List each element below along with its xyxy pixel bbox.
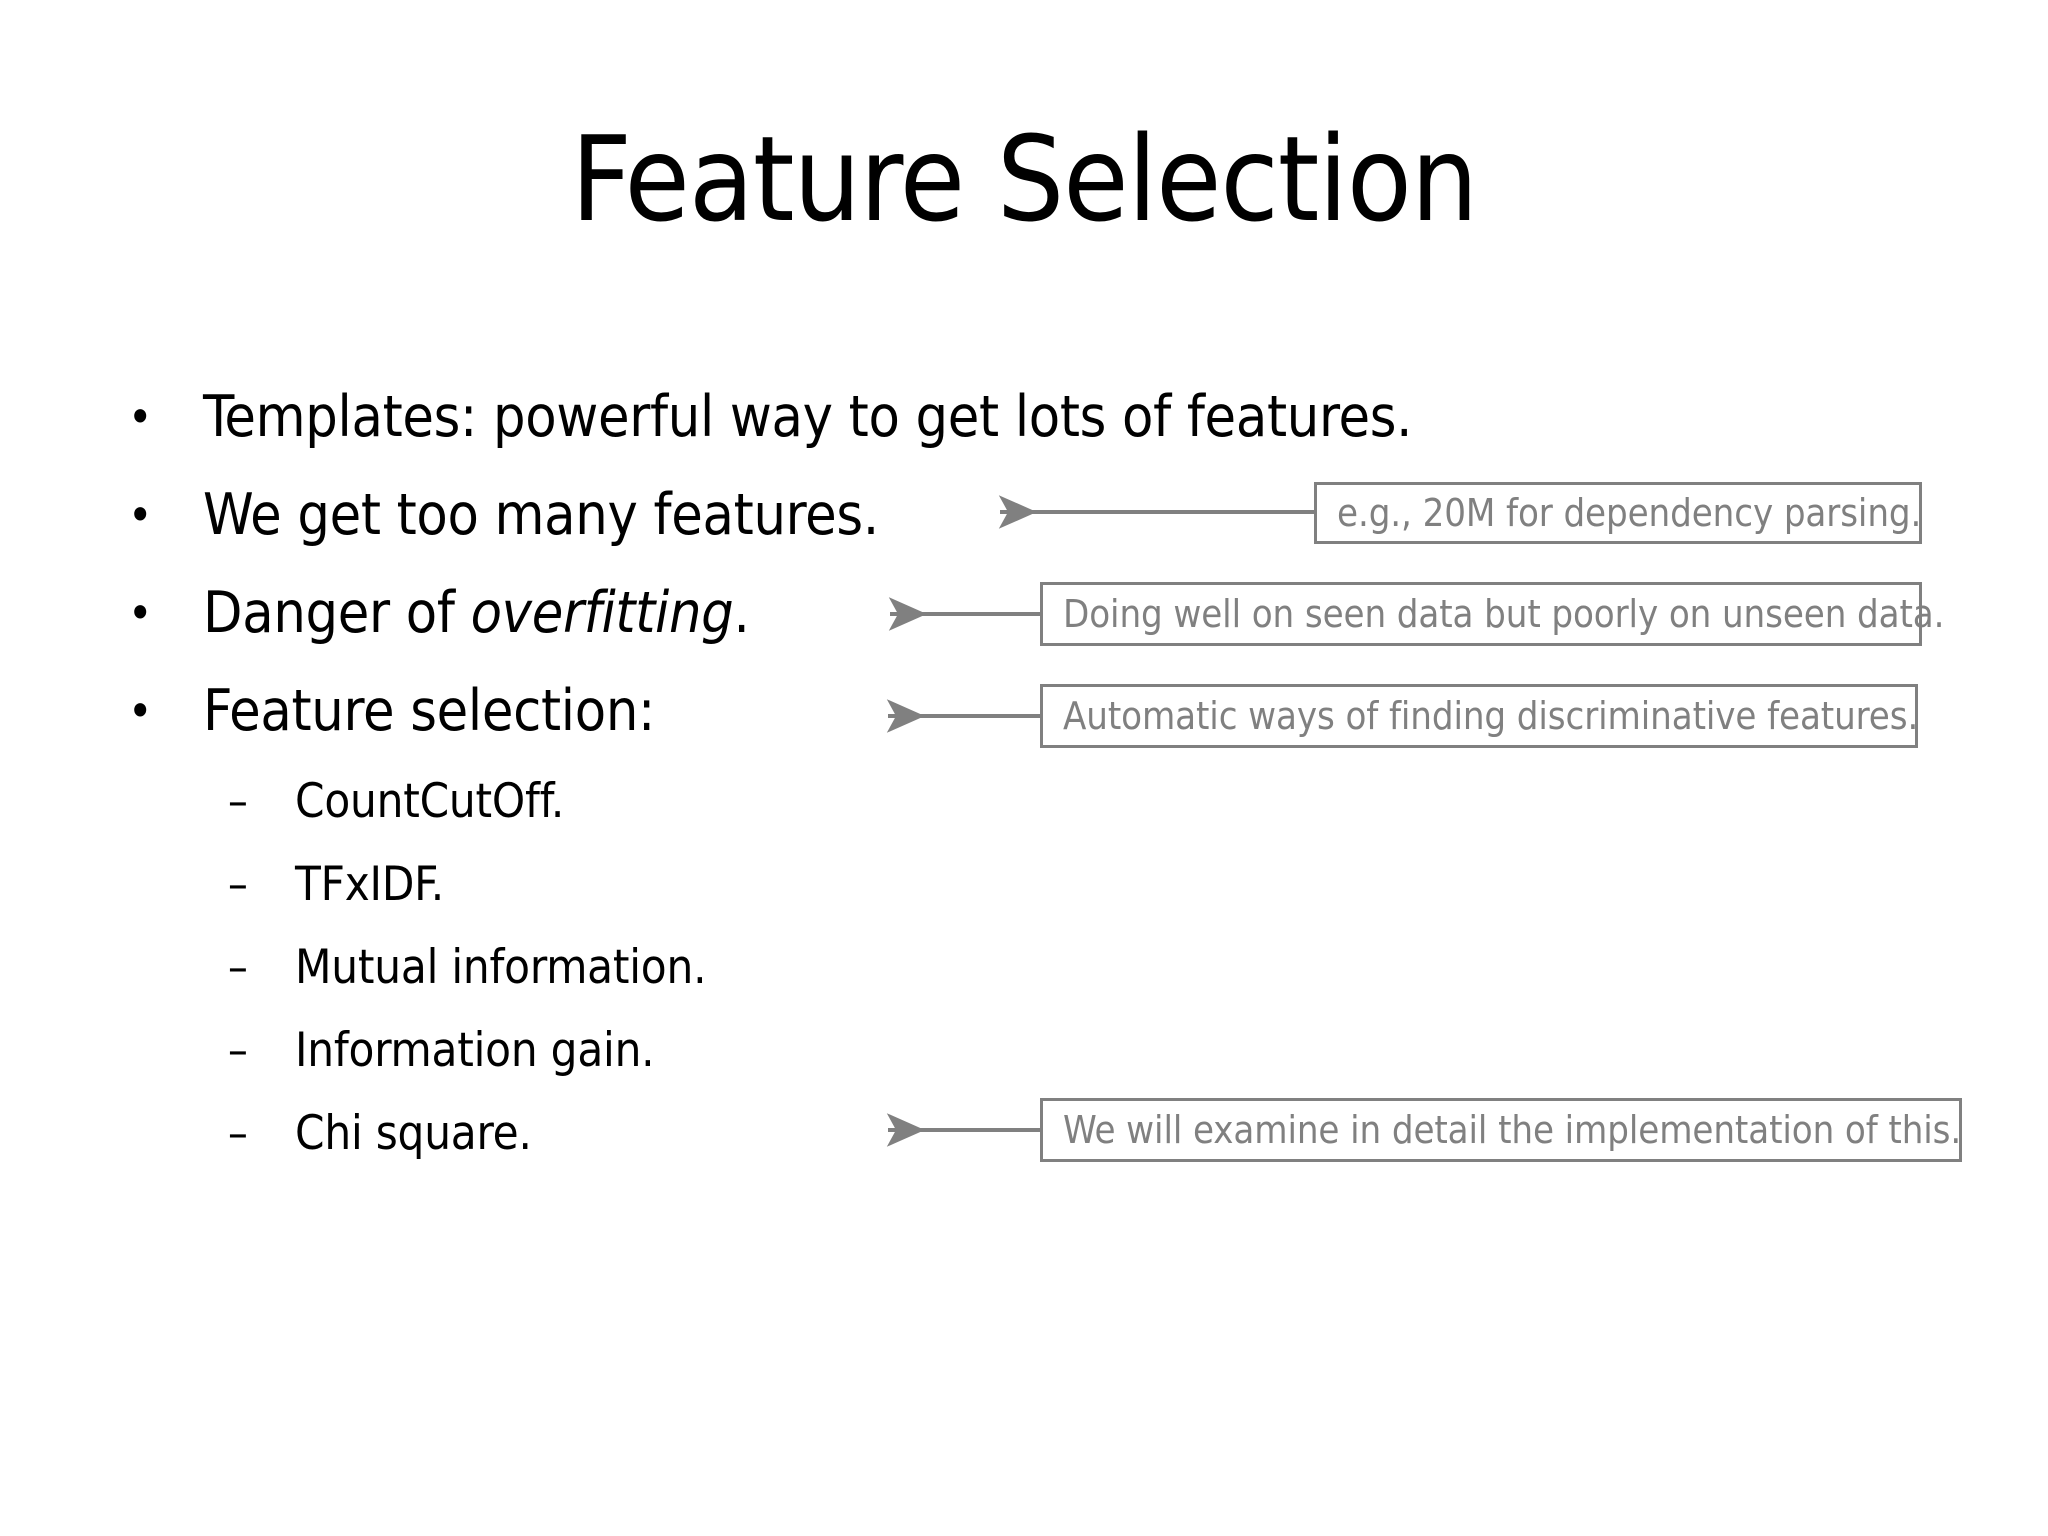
bullet-feature-selection: • Feature selection:: [0, 662, 1100, 760]
subbullet-tfxidf: –TFxIDF.: [0, 843, 1100, 926]
bullet-marker: •: [128, 586, 153, 640]
subbullet-marker: –: [228, 942, 248, 993]
page-title: Feature Selection: [570, 110, 1478, 248]
callout-chi-square-note: We will examine in detail the implementa…: [1040, 1098, 1962, 1162]
bullet-text: We get too many features.: [203, 482, 879, 548]
bullet-templates: • Templates: powerful way to get lots of …: [0, 368, 1412, 466]
bullet-text-before: Danger of: [203, 580, 471, 646]
bullet-text-after: .: [733, 580, 750, 646]
bullet-overfitting: • Danger of overfitting.: [0, 564, 1100, 662]
subbullet-marker: –: [228, 859, 248, 910]
bullet-text: Templates: powerful way to get lots of f…: [203, 384, 1413, 450]
subbullet-text: TFxIDF.: [295, 857, 444, 912]
callout-overfitting-definition: Doing well on seen data but poorly on un…: [1040, 582, 1945, 646]
subbullet-marker: –: [228, 1025, 248, 1076]
subbullet-text: CountCutOff.: [295, 774, 565, 829]
bullet-marker: •: [128, 390, 153, 444]
subbullet-text: Chi square.: [295, 1106, 532, 1161]
subbullet-marker: –: [228, 1108, 248, 1159]
subbullet-countcutoff: –CountCutOff.: [0, 760, 1100, 843]
bullet-text: Feature selection:: [203, 678, 656, 744]
subbullet-text: Mutual information.: [295, 940, 707, 995]
callout-dependency-parsing: e.g., 20M for dependency parsing.: [1314, 482, 1922, 544]
subbullet-chi-square: –Chi square.: [0, 1092, 1100, 1175]
bullet-marker: •: [128, 488, 153, 542]
subbullet-text: Information gain.: [295, 1023, 655, 1078]
bullet-list: • Templates: powerful way to get lots of …: [0, 368, 1412, 1175]
bullet-marker: •: [128, 684, 153, 738]
callout-feature-selection-definition: Automatic ways of finding discriminative…: [1040, 684, 1918, 748]
subbullet-information-gain: –Information gain.: [0, 1009, 1100, 1092]
bullet-too-many-features: • We get too many features.: [0, 466, 1100, 564]
subbullet-mutual-information: –Mutual information.: [0, 926, 1100, 1009]
bullet-text-italic: overfitting: [470, 580, 734, 646]
subbullet-marker: –: [228, 776, 248, 827]
